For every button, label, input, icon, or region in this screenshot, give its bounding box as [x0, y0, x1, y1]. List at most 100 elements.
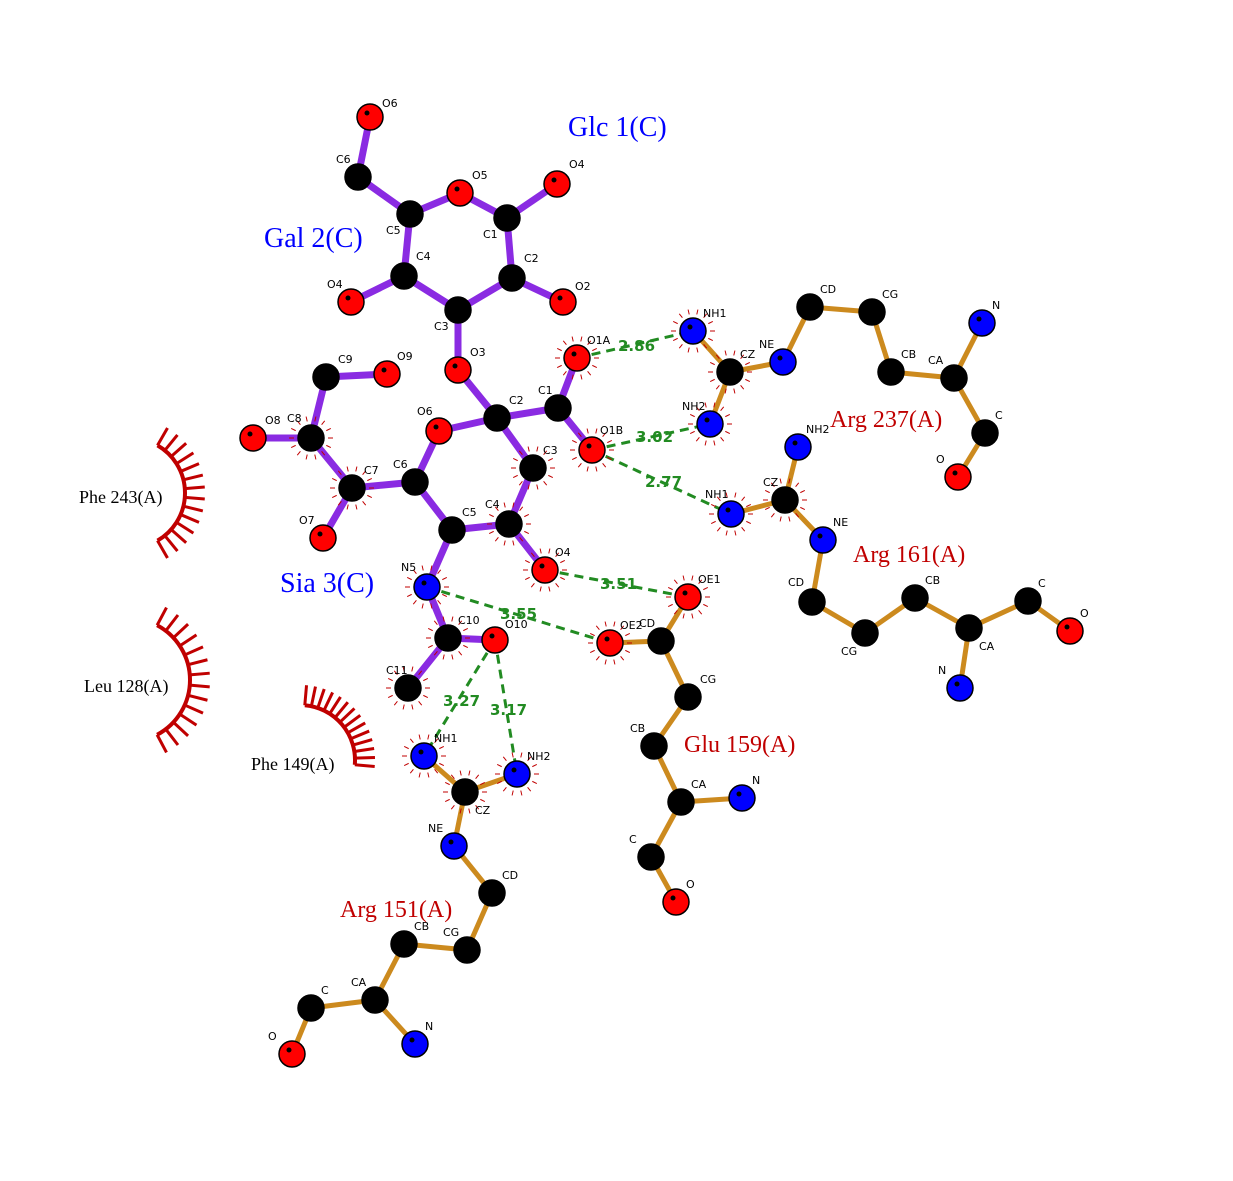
contact-spoke: [331, 494, 337, 498]
contact-spoke: [418, 734, 421, 740]
hydrophobic-spoke: [170, 528, 188, 544]
contact-spoke: [527, 786, 532, 792]
hydrophobic-spoke: [316, 688, 326, 709]
hydrophobic-spoke: [156, 539, 169, 559]
atom-sphere: [946, 674, 974, 702]
atom-sphere: [637, 843, 665, 871]
atom-label: O9: [397, 350, 413, 363]
atom-sphere: [647, 627, 675, 655]
hydrophobic-spoke: [178, 633, 198, 648]
atom-sphere: [1056, 617, 1084, 645]
contact-spoke: [687, 309, 690, 315]
hbond-distance-hb2: 3.02: [636, 428, 673, 446]
atom-label: CD: [502, 869, 518, 882]
hydrophobic-spoke: [155, 734, 168, 754]
contact-spoke: [689, 430, 695, 434]
contact-spoke: [788, 478, 791, 484]
contact-spoke: [530, 552, 535, 558]
atom-highlight: [725, 507, 731, 513]
contact-spoke: [667, 603, 673, 607]
contact-spoke: [555, 582, 560, 588]
atom-a237_cd: [796, 293, 824, 321]
contact-spoke: [713, 440, 716, 446]
atom-a151_cb: [390, 930, 418, 958]
contact-spoke: [556, 348, 562, 352]
atom-sphere: [596, 629, 624, 657]
contact-spoke: [595, 625, 600, 631]
hydrophobic-spoke: [303, 685, 309, 706]
hydrophobic-spoke: [156, 427, 169, 447]
atom-s_o1a: [563, 344, 591, 372]
hydrophobic-spoke: [184, 485, 205, 491]
contact-spoke: [502, 786, 507, 792]
contact-spoke: [402, 666, 405, 672]
atom-e159_o: [662, 888, 690, 916]
atom-sphere: [309, 524, 337, 552]
atom-highlight: [452, 303, 458, 309]
atom-label: C3: [434, 320, 449, 333]
atom-label: NE: [833, 516, 848, 529]
contact-spoke: [715, 354, 720, 360]
atom-highlight: [442, 631, 448, 637]
contact-spoke: [519, 536, 524, 542]
contact-spoke: [625, 633, 631, 637]
contact-spoke: [362, 470, 367, 476]
contact-spoke: [602, 432, 607, 438]
hydrophobic-spoke: [187, 693, 208, 702]
contact-spoke: [444, 782, 450, 786]
contact-spokes-s_c8: [289, 416, 333, 460]
atom-sphere: [373, 360, 401, 388]
atom-g_o2: [549, 288, 577, 316]
contact-spoke: [715, 384, 720, 390]
atom-label: CB: [925, 574, 940, 587]
contact-spoke: [725, 492, 728, 498]
contact-spoke: [704, 440, 707, 446]
atom-label: C1: [538, 384, 553, 397]
hbond-line-hb6: [422, 639, 497, 757]
contact-spoke: [613, 621, 616, 627]
atom-label: C2: [509, 394, 524, 407]
contact-spoke: [412, 599, 417, 605]
atom-label: N: [752, 774, 760, 787]
atom-sphere: [716, 358, 744, 386]
contact-spoke: [586, 428, 589, 434]
contact-spoke: [725, 414, 731, 418]
contact-spoke: [496, 764, 502, 768]
contact-spoke: [589, 649, 595, 653]
atom-e159_cg: [674, 683, 702, 711]
atom-label: N: [992, 299, 1000, 312]
contact-spoke: [703, 313, 708, 319]
contact-spoke: [421, 565, 424, 571]
contact-spoke: [556, 364, 562, 368]
atom-highlight: [286, 1047, 292, 1053]
atom-sphere: [771, 486, 799, 514]
hydrogen-bonds-layer: [289, 309, 807, 814]
contact-spoke: [442, 577, 448, 581]
hbond-line-hb2: [591, 422, 711, 452]
contact-spoke: [536, 446, 539, 452]
atom-sphere: [674, 683, 702, 711]
atom-g_o6: [356, 103, 384, 131]
contact-spoke: [625, 649, 631, 653]
atom-label: O4: [569, 158, 585, 171]
atom-label: CZ: [763, 476, 779, 489]
contact-spoke: [571, 440, 577, 444]
atom-e159_ca: [667, 788, 695, 816]
contact-spoke: [770, 512, 775, 518]
contact-spoke: [667, 587, 673, 591]
contact-spoke: [607, 440, 613, 444]
contact-spoke: [442, 616, 445, 622]
atom-highlight: [501, 211, 507, 217]
contact-spoke: [444, 798, 450, 802]
contact-spoke: [450, 804, 455, 810]
contact-spoke: [691, 575, 694, 581]
atom-sphere: [563, 344, 591, 372]
atom-s_o4: [531, 556, 559, 584]
atom-label: CG: [882, 288, 898, 301]
atoms-layer: [239, 103, 1084, 1068]
contact-spokes-a161_nh1: [709, 492, 753, 536]
atom-highlight: [511, 767, 517, 773]
atom-label: NH1: [705, 488, 729, 501]
contact-spoke: [393, 700, 398, 706]
